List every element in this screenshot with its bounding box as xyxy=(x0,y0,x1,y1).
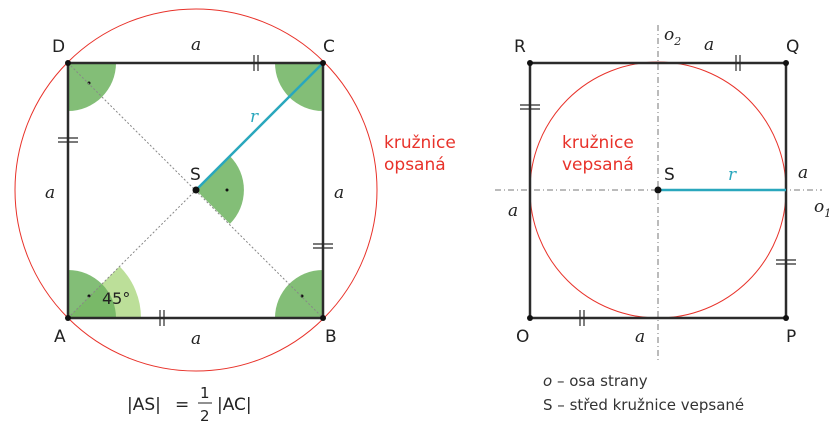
vertex-d-label: D xyxy=(52,37,65,57)
formula: |AS| = 1 2 |AC| xyxy=(127,384,252,425)
side-top-label: a xyxy=(191,35,201,55)
radius-label: r xyxy=(250,107,259,127)
vertex-p-label: P xyxy=(786,327,796,347)
vertex-points xyxy=(527,60,789,321)
side-right-label: a xyxy=(334,183,344,203)
circumscribed-figure: A B C D S a a a a r 45° kružnice opsaná … xyxy=(14,8,456,425)
equal-side-ticks xyxy=(520,55,796,326)
legend: o – osa strany S – střed kružnice vepsan… xyxy=(543,372,744,414)
side-right-label: a xyxy=(798,163,808,183)
circle-label-line2: vepsaná xyxy=(562,155,634,175)
equal-side-ticks xyxy=(58,55,333,326)
side-left-label: a xyxy=(45,183,55,203)
vertex-a-label: A xyxy=(54,327,66,347)
circle-label-line1: kružnice xyxy=(384,133,456,153)
axis-o2-label: o2 xyxy=(664,25,681,48)
side-top-label: a xyxy=(704,35,714,55)
center-s-label: S xyxy=(664,165,675,185)
vertex-o-label: O xyxy=(516,327,529,347)
right-angle-dots xyxy=(87,81,304,298)
circle-label-line2: opsaná xyxy=(384,155,446,175)
formula-numerator: 1 xyxy=(200,384,210,402)
side-bottom-label: a xyxy=(635,327,645,347)
angle-b-sector xyxy=(275,270,323,318)
vertex-q-label: Q xyxy=(786,37,799,57)
formula-lhs: |AS| xyxy=(127,395,161,415)
formula-equals: = xyxy=(175,395,189,415)
legend-item-axis: o – osa strany xyxy=(543,372,648,390)
side-bottom-label: a xyxy=(191,329,201,349)
formula-denominator: 2 xyxy=(200,407,210,425)
axis-o1-label: o1 xyxy=(814,197,831,220)
square-abcd xyxy=(66,61,325,320)
circumscribed-circle xyxy=(14,8,378,372)
vertex-points xyxy=(65,60,326,321)
legend-item-center: S – střed kružnice vepsané xyxy=(543,396,744,414)
inscribed-figure: O P Q R S a a a a r o2 o1 kružnice vepsa… xyxy=(495,25,831,414)
radius-line xyxy=(195,62,324,191)
side-left-label: a xyxy=(508,201,518,221)
center-s-label: S xyxy=(190,165,201,185)
formula-rhs: |AC| xyxy=(217,395,252,415)
vertex-r-label: R xyxy=(514,37,526,57)
circle-label-line1: kružnice xyxy=(562,133,634,153)
angle-s-sector xyxy=(196,156,244,224)
radius-label: r xyxy=(728,165,737,185)
vertex-c-label: C xyxy=(323,37,335,57)
vertex-b-label: B xyxy=(325,327,337,347)
angle-45-label: 45° xyxy=(102,289,130,308)
